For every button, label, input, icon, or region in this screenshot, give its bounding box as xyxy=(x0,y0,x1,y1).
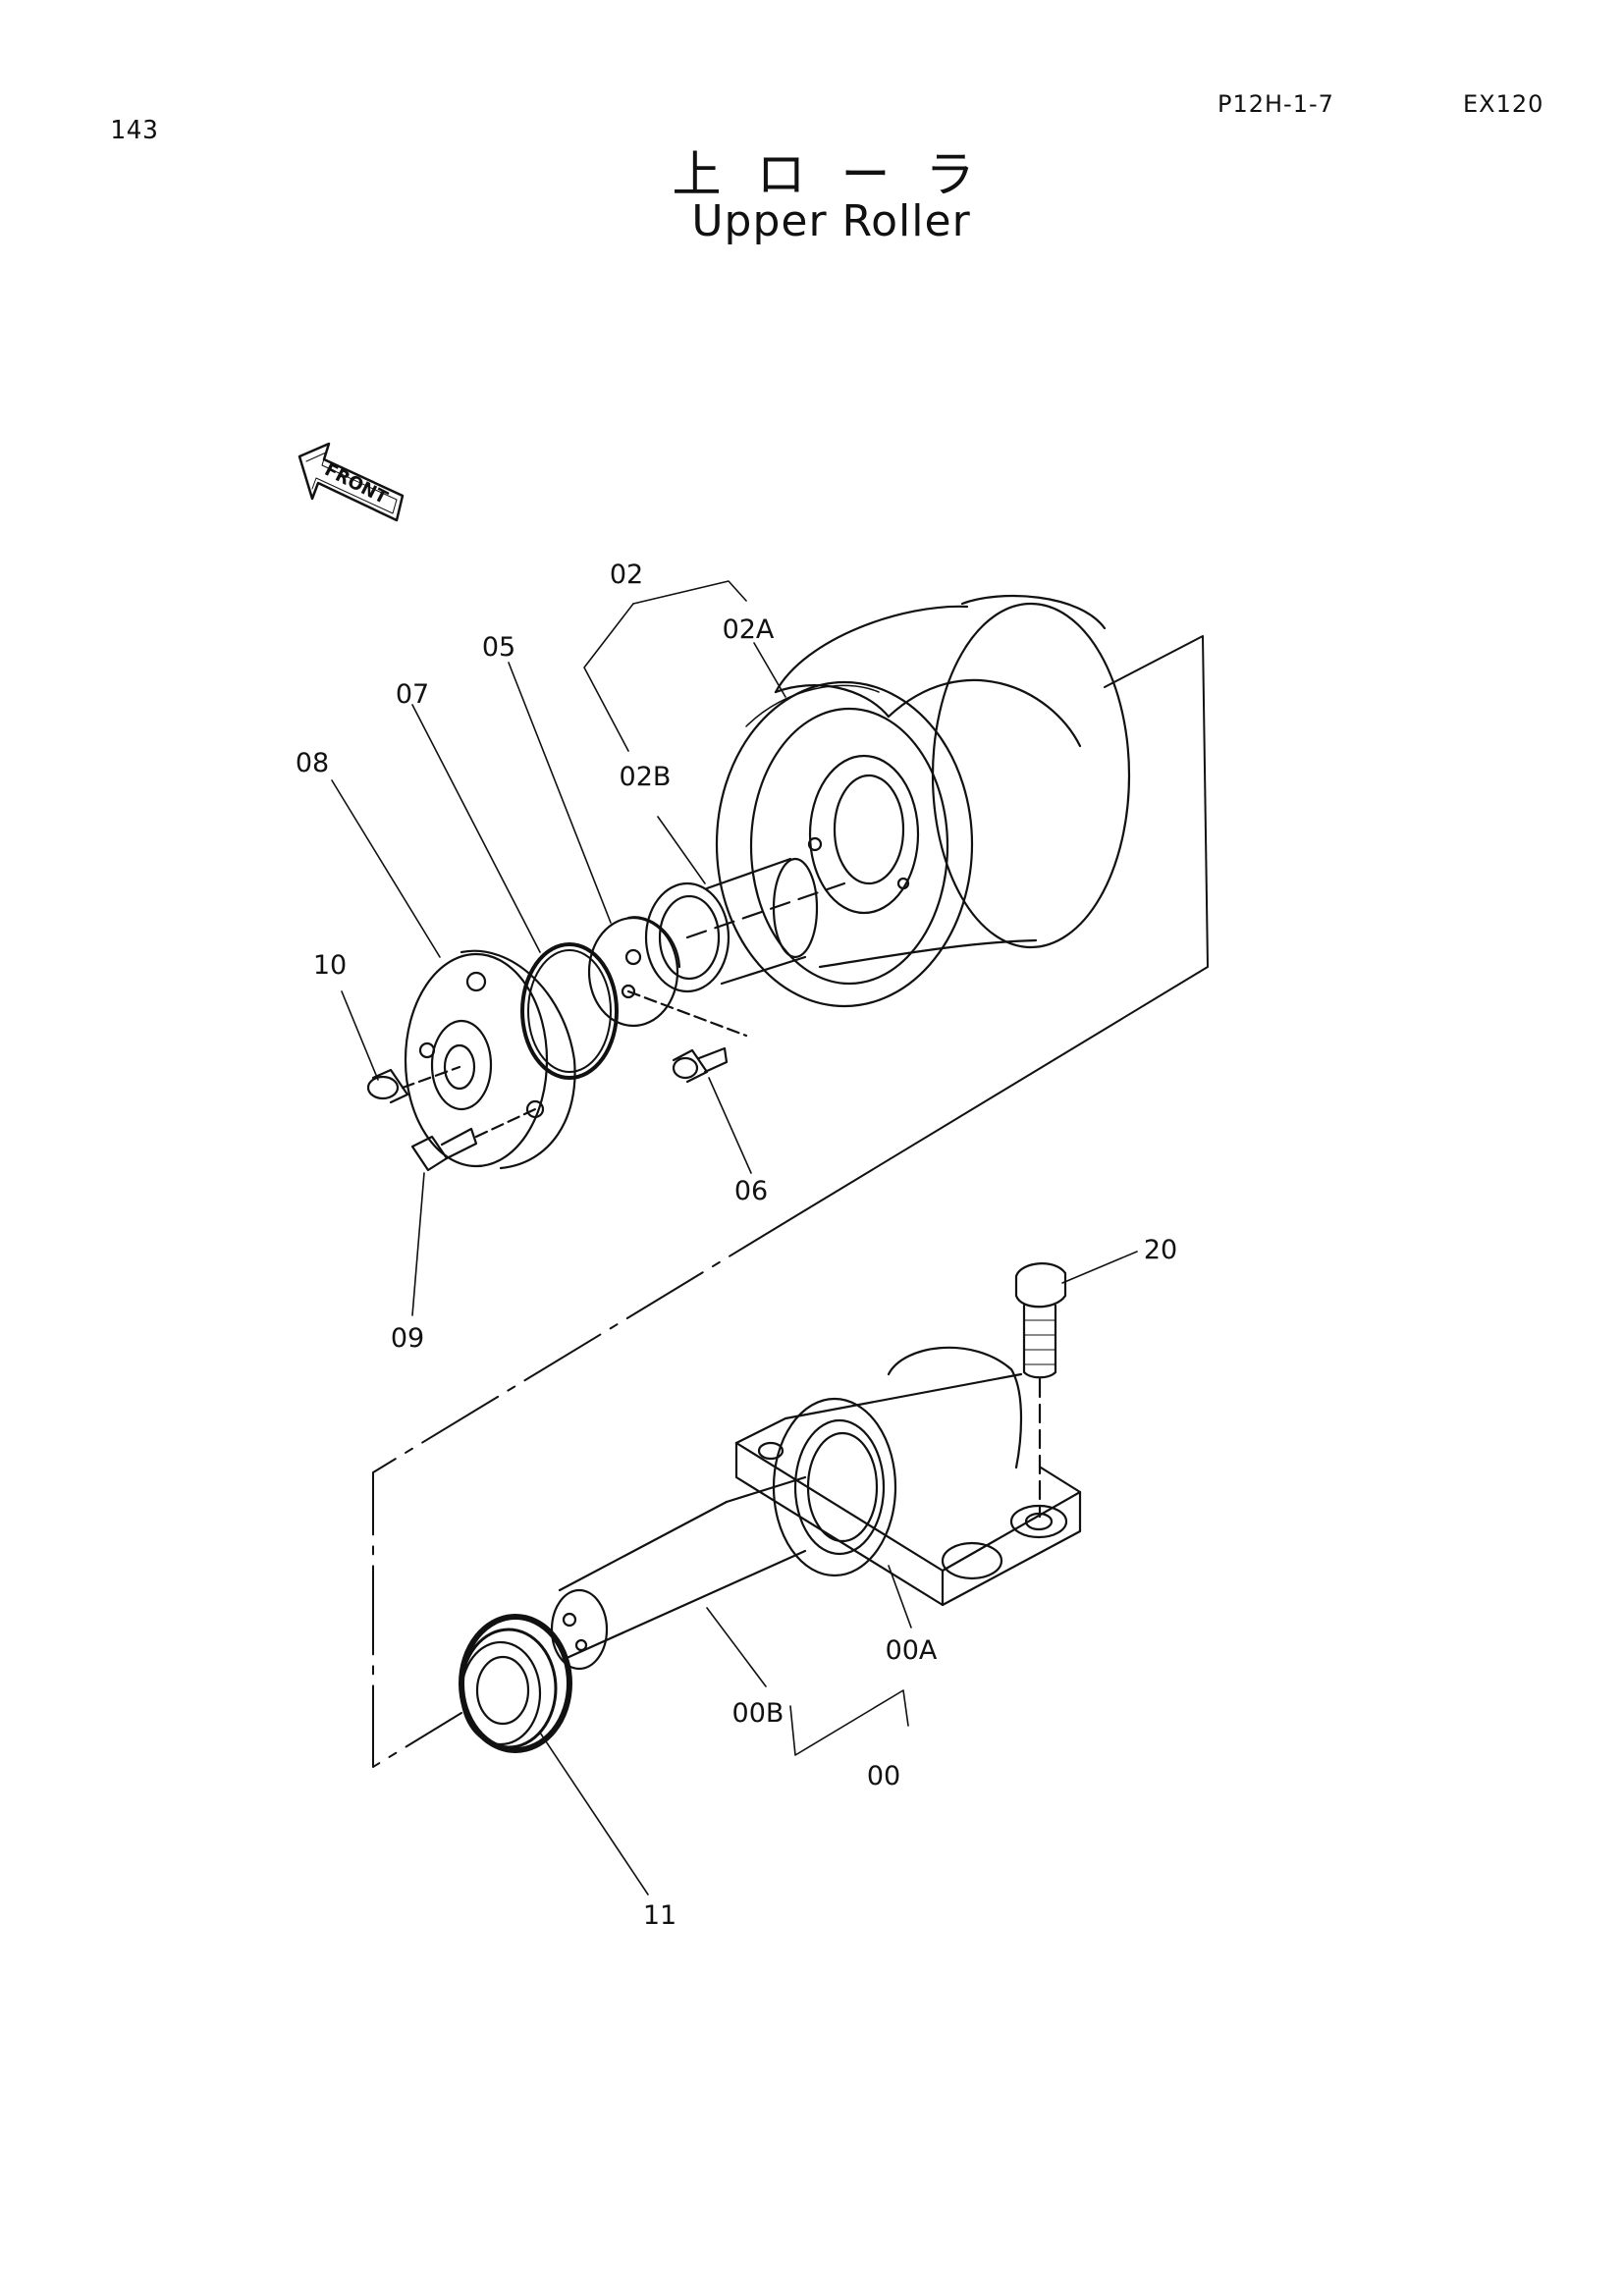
bolt-09 xyxy=(410,1107,537,1172)
leader-lines xyxy=(331,580,1138,1896)
callout-20: 20 xyxy=(1144,1235,1177,1265)
shaft xyxy=(550,1475,807,1671)
o-ring xyxy=(520,942,619,1080)
callout-02: 02 xyxy=(610,560,643,590)
bushing xyxy=(644,857,846,993)
floating-seal xyxy=(459,1614,572,1753)
callout-09: 09 xyxy=(391,1323,424,1354)
callout-10: 10 xyxy=(313,950,347,981)
page-code: P12H-1-7 xyxy=(1217,90,1334,118)
title-english: Upper Roller xyxy=(691,196,971,246)
title-japanese: 上ローラ xyxy=(672,146,1010,203)
front-arrow-icon: FRONT xyxy=(298,442,405,522)
callout-07: 07 xyxy=(396,679,429,710)
model-name: EX120 xyxy=(1463,90,1544,118)
screw-06 xyxy=(626,989,748,1084)
callout-08: 08 xyxy=(296,748,329,778)
assembly-guide-line xyxy=(804,635,1209,1211)
callout-02a: 02A xyxy=(723,614,775,645)
callout-11: 11 xyxy=(643,1900,676,1931)
cover-plate xyxy=(404,949,576,1170)
callout-06: 06 xyxy=(734,1176,768,1206)
callout-02b: 02B xyxy=(620,762,672,792)
callout-00: 00 xyxy=(867,1761,900,1791)
bolt-20 xyxy=(1014,1262,1067,1519)
roller-body xyxy=(715,595,1131,1008)
callout-05: 05 xyxy=(482,632,515,663)
support-bracket xyxy=(734,1346,1082,1607)
page-number: 143 xyxy=(110,116,159,145)
assembly-guide-line-lower xyxy=(372,1209,806,1768)
callout-00b: 00B xyxy=(732,1698,784,1729)
plug xyxy=(366,1065,461,1104)
callout-00a: 00A xyxy=(886,1635,938,1666)
thrust-plate xyxy=(587,916,681,1028)
